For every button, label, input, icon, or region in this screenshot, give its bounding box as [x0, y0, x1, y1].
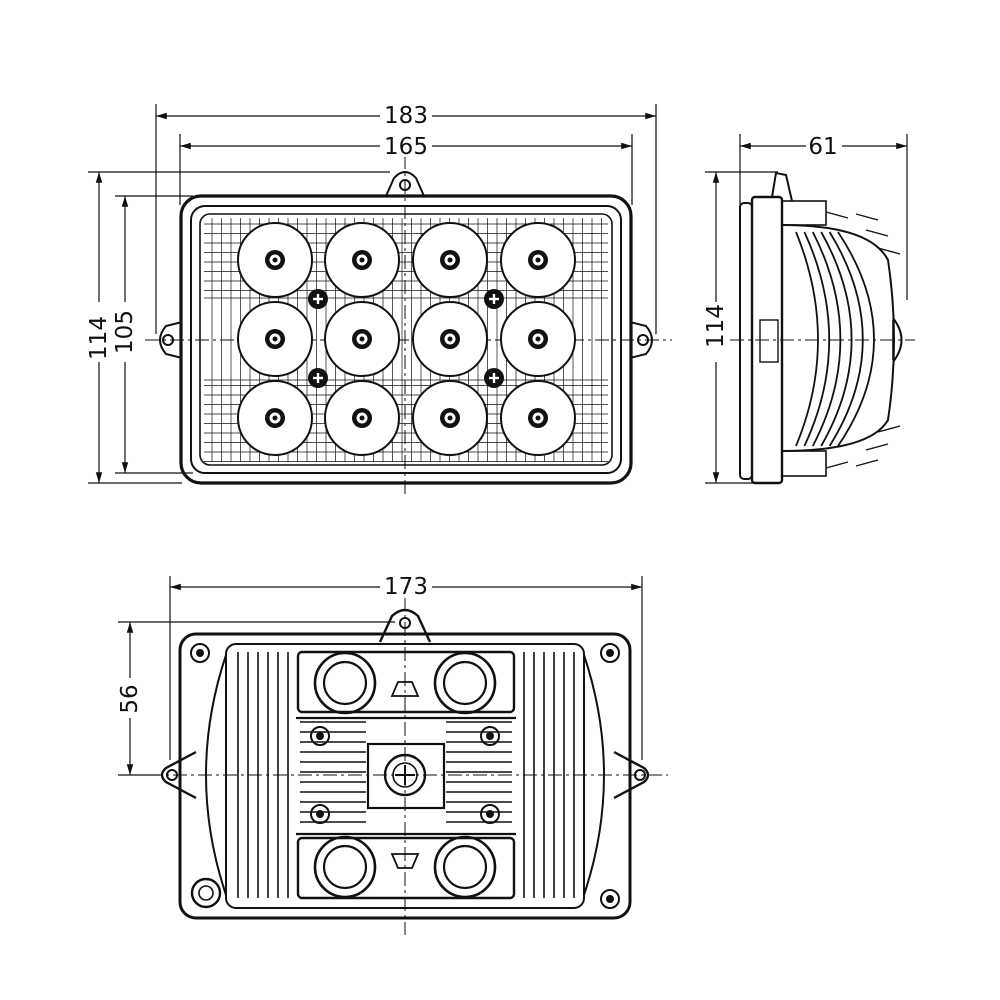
- screw: [600, 643, 620, 663]
- led: [324, 380, 400, 456]
- boss: [313, 835, 377, 899]
- led: [500, 222, 576, 298]
- screw: [190, 643, 210, 663]
- led: [500, 301, 576, 377]
- boss: [433, 651, 497, 715]
- mount-bosses: [313, 651, 497, 899]
- screw: [480, 804, 500, 824]
- led: [237, 222, 313, 298]
- dim-front-width-overall: 183: [384, 103, 428, 129]
- dim-front-height-overall: 114: [86, 316, 112, 360]
- led: [237, 380, 313, 456]
- led: [324, 301, 400, 377]
- rear-view: [118, 576, 668, 935]
- cable-gland: [383, 753, 427, 797]
- led: [500, 380, 576, 456]
- boss: [433, 835, 497, 899]
- led: [412, 222, 488, 298]
- screw: [308, 368, 328, 388]
- boss: [313, 651, 377, 715]
- dim-side-depth: 61: [808, 134, 837, 160]
- screw: [484, 368, 504, 388]
- screw: [480, 726, 500, 746]
- dim-rear-width: 173: [384, 574, 428, 600]
- dim-rear-mount-offset: 56: [117, 684, 143, 713]
- screw: [600, 889, 620, 909]
- screw: [310, 726, 330, 746]
- screw: [308, 289, 328, 309]
- front-view: [88, 104, 672, 497]
- heat-fins: [795, 211, 901, 469]
- dim-side-height: 114: [703, 304, 729, 348]
- led: [412, 380, 488, 456]
- rear-fins: [237, 652, 575, 898]
- dimension-labels: 183 165 114 105 61 114 173 56: [85, 100, 842, 718]
- screw: [484, 289, 504, 309]
- rear-screws: [190, 643, 620, 909]
- dim-front-height-lens: 105: [112, 310, 138, 354]
- led-array: [237, 222, 576, 456]
- lens: [199, 213, 613, 466]
- center-fins: [296, 716, 516, 836]
- led: [237, 301, 313, 377]
- screw: [310, 804, 330, 824]
- led: [412, 301, 488, 377]
- side-view: [705, 134, 915, 485]
- led: [324, 222, 400, 298]
- vent-plug: [190, 877, 222, 909]
- dim-front-width-lens: 165: [384, 134, 428, 160]
- front-screws: [308, 289, 504, 388]
